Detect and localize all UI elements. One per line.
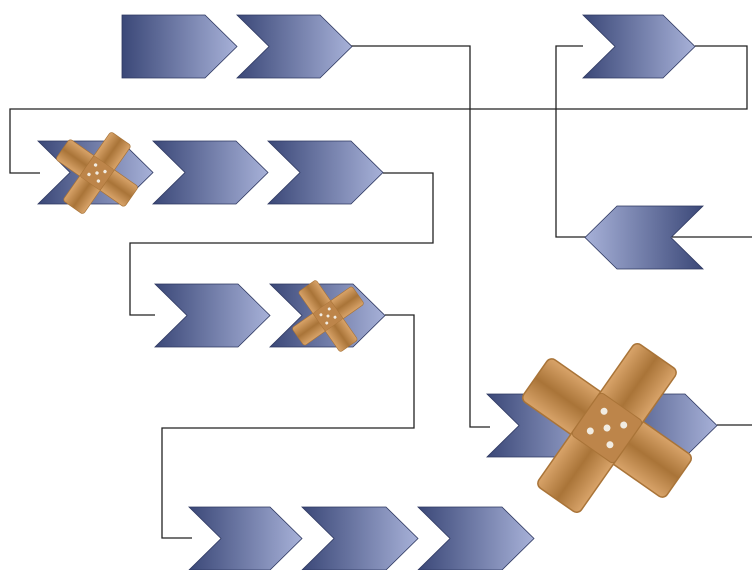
chevron-arrow-icon (121, 14, 238, 79)
chevron-arrow-icon (188, 506, 303, 570)
chevron-arrow-icon (301, 506, 419, 570)
connector-lines (9, 45, 752, 539)
bandage-cross-icon (292, 280, 364, 352)
connector-line-5 (129, 172, 434, 316)
connector-line-1 (350, 45, 490, 428)
connector-line-3 (555, 45, 596, 238)
bandage-cross-icon (56, 132, 138, 214)
chevron-arrow-icon (582, 14, 696, 79)
connector-line-2 (9, 45, 748, 174)
connector-line-6 (161, 314, 415, 539)
chevron-arrow-icon (236, 14, 353, 79)
chevron-arrow-icon (417, 506, 535, 570)
chevron-arrow-icon (267, 140, 384, 205)
bandage-overlays (56, 132, 692, 513)
chevron-steps (37, 14, 718, 570)
chevron-arrow-icon (584, 205, 704, 270)
bandage-cross-icon (522, 343, 692, 513)
chevron-arrow-icon (154, 283, 271, 348)
chevron-arrow-icon (152, 140, 269, 205)
